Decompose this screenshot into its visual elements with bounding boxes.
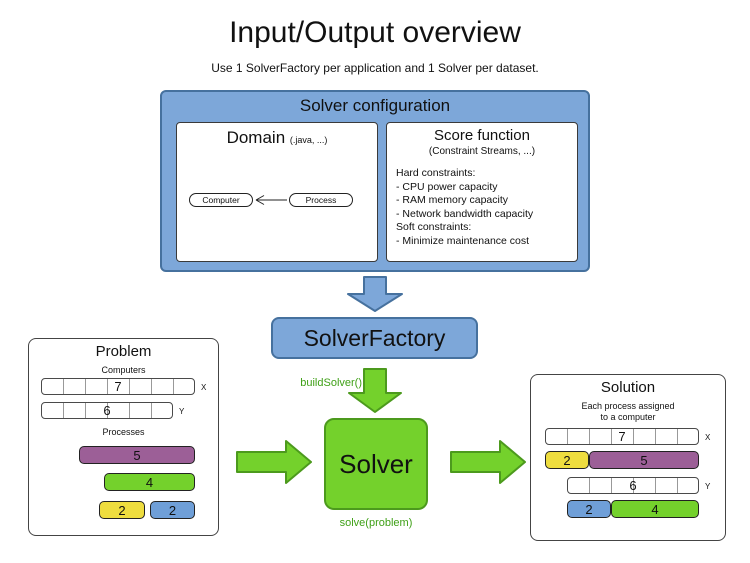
solver-to-solution-arrow-icon bbox=[450, 440, 526, 484]
config-to-factory-arrow-icon bbox=[347, 276, 403, 312]
solution-axis-label-y: Y bbox=[705, 482, 711, 491]
solution-title: Solution bbox=[600, 379, 656, 396]
solution-axis-label-x: X bbox=[705, 433, 711, 442]
process-bar-yellow: 2 bbox=[99, 501, 145, 519]
computer-class-chip: Computer bbox=[189, 193, 253, 207]
computer-capacity-bar-x: 7 bbox=[41, 378, 195, 395]
problem-box: Problem Computers 7 X 6 Y Processes 5 4 … bbox=[28, 338, 219, 536]
solution-box: Solution Each process assigned to a comp… bbox=[530, 374, 726, 541]
constraint-line: - CPU power capacity bbox=[396, 180, 498, 193]
score-function-panel: Score function (Constraint Streams, ...)… bbox=[386, 122, 578, 262]
assigned-bar-green: 4 bbox=[611, 500, 699, 518]
score-function-subtitle: (Constraint Streams, ...) bbox=[428, 146, 536, 157]
axis-label-x: X bbox=[201, 383, 207, 392]
constraint-line: - RAM memory capacity bbox=[396, 194, 509, 206]
solver-factory-box: SolverFactory bbox=[271, 317, 478, 359]
solver-configuration-title: Solver configuration bbox=[299, 96, 451, 115]
problem-title: Problem bbox=[95, 343, 152, 360]
assigned-bar-yellow: 2 bbox=[545, 451, 589, 469]
constraint-line: Hard constraints: bbox=[396, 167, 476, 179]
solution-note-line2: to a computer bbox=[600, 412, 656, 422]
domain-title: Domain (.java, ...) bbox=[177, 128, 377, 148]
constraint-line: - Network bandwidth capacity bbox=[396, 207, 534, 220]
score-function-title: Score function bbox=[434, 127, 530, 144]
build-solver-label: buildSolver() bbox=[300, 377, 362, 389]
score-constraint-lines: Hard constraints: - CPU power capacity -… bbox=[396, 167, 573, 248]
assigned-bar-blue: 2 bbox=[567, 500, 611, 518]
solve-problem-label: solve(problem) bbox=[339, 517, 413, 529]
process-class-chip: Process bbox=[289, 193, 353, 207]
solution-capacity-bar-y: 6 bbox=[567, 477, 699, 494]
page-title: Input/Output overview bbox=[229, 16, 521, 49]
association-arrow-icon bbox=[255, 195, 287, 205]
constraint-line: - Minimize maintenance cost bbox=[396, 234, 530, 247]
solver-configuration-box: Solver configuration Domain (.java, ...)… bbox=[160, 90, 590, 272]
process-bar-purple: 5 bbox=[79, 446, 195, 464]
constraint-line: Soft constraints: bbox=[396, 221, 472, 233]
solution-note-line1: Each process assigned bbox=[581, 401, 675, 411]
axis-label-y: Y bbox=[179, 407, 185, 416]
problem-to-solver-arrow-icon bbox=[236, 440, 312, 484]
domain-title-text: Domain bbox=[226, 128, 286, 147]
page-subtitle: Use 1 SolverFactory per application and … bbox=[211, 61, 539, 75]
solver-box: Solver bbox=[324, 418, 428, 510]
process-bar-green: 4 bbox=[104, 473, 195, 491]
domain-panel: Domain (.java, ...) Computer Process bbox=[176, 122, 378, 262]
process-bar-blue: 2 bbox=[150, 501, 195, 519]
domain-title-suffix: (.java, ...) bbox=[289, 135, 328, 145]
processes-label: Processes bbox=[102, 427, 145, 437]
computer-capacity-bar-y: 6 bbox=[41, 402, 173, 419]
factory-to-solver-arrow-icon bbox=[348, 368, 402, 413]
solution-capacity-bar-x: 7 bbox=[545, 428, 699, 445]
computers-label: Computers bbox=[101, 365, 146, 375]
assigned-bar-purple: 5 bbox=[589, 451, 699, 469]
